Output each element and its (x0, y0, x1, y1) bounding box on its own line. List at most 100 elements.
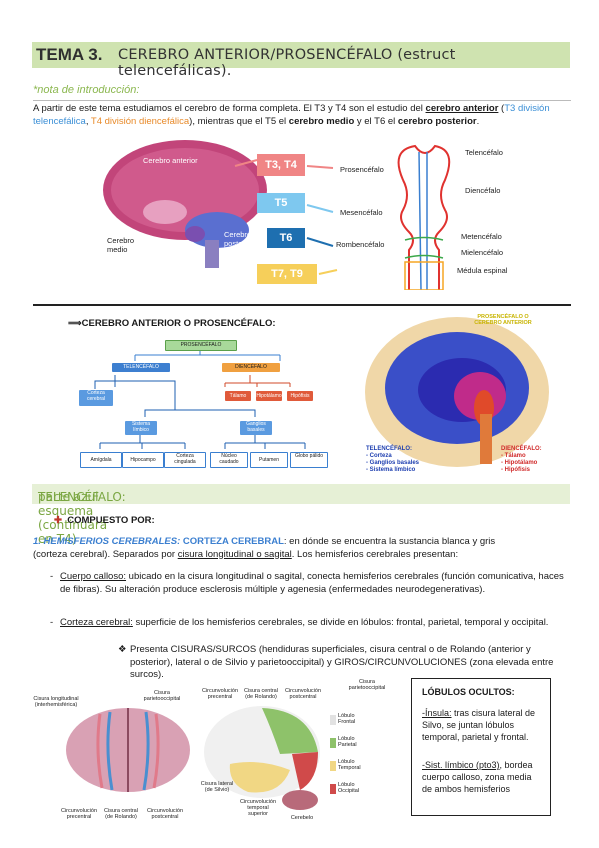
label-cisura-parietooccipital: Cisura parietooccipital (143, 690, 181, 702)
corpus-shape (143, 200, 187, 224)
cerebellum-shape (282, 790, 318, 810)
legend-label: Lóbulo Parietal (338, 736, 357, 748)
legend-temporal: Lóbulo Temporal (330, 759, 375, 782)
intro-text: ), mientras que el T5 el (189, 115, 289, 127)
legend-frontal: Lóbulo Frontal (330, 713, 375, 736)
insula-text: tras cisura lateral de Silvo, se juntan … (422, 708, 536, 742)
neural-tube-spinal (404, 261, 444, 290)
bullet-head: Cuerpo calloso: (60, 571, 127, 582)
legend-swatch (330, 784, 336, 794)
label-diencefalo: Diencéfalo (465, 186, 501, 195)
lobulos-ocultos-box: LÓBULOS OCULTOS: -Ínsula: tras cisura la… (411, 678, 551, 816)
sub-bullet-text: Presenta CISURAS/SURCOS (hendiduras supe… (130, 644, 554, 680)
brainstem-shape (205, 240, 219, 268)
label-cerebro-posterior: Cerebro posterior (224, 230, 254, 248)
label-circ-precentral: Circunvolución precentral (60, 808, 98, 820)
telencefalo-legend: TELENCÉFALO: - Corteza - Ganglios basale… (366, 446, 419, 474)
sub-bullet: ❖ Presenta CISURAS/SURCOS (hendiduras su… (118, 644, 560, 682)
bullet-text: ubicado en la cisura longitudinal o sagi… (60, 571, 564, 595)
legend-parietal: Lóbulo Parietal (330, 736, 375, 759)
node-caudado: Núcleo caudado (210, 452, 248, 468)
node-hipofisis: Hipófisis (287, 391, 313, 401)
hemisferios-text: . Los hemisferios cerebrales presentan: (291, 548, 459, 560)
node-prosencefalo: PROSENCÉFALO (165, 340, 237, 351)
tree-line (99, 435, 306, 449)
limbico-head: -Sist. límbico (pto3) (422, 760, 500, 770)
label-cisura-lateral: Cisura lateral (de Silvio) (200, 781, 234, 793)
forebrain-figure (365, 317, 549, 467)
brain-top-view (66, 708, 190, 792)
legend-title: TELENCÉFALO: (366, 446, 412, 452)
intro-paragraph: A partir de este tema estudiamos el cere… (33, 103, 573, 128)
legend-occipital: Lóbulo Occipital (330, 782, 375, 805)
label-cisura-central: Cisura central (de Rolando) (104, 808, 138, 820)
lobulos-title: LÓBULOS OCULTOS: (422, 687, 515, 697)
legend-item: - Hipotálamo (501, 460, 538, 466)
label-cisura-longitudinal: Cisura longitudinal (interhemisférica) (33, 696, 79, 708)
node-cingulada: Corteza cingulada (164, 452, 206, 468)
section-divider (33, 304, 571, 306)
legend-label: Lóbulo Frontal (338, 713, 356, 725)
divider (33, 100, 571, 101)
limbico-text: , bordea cuerpo calloso, zona media de a… (422, 760, 533, 794)
legend-item: - Tálamo (501, 453, 526, 459)
term-cerebro-medio: cerebro medio (288, 115, 355, 127)
parietal-lobe-shape (262, 708, 318, 754)
hemisferios-text: : en dónde se encuentra la sustancia bla… (283, 536, 496, 547)
brain-divisions-figure (103, 140, 267, 268)
label-circ-temporal: Circunvolución temporal superior (239, 799, 277, 817)
section-heading: ⟹CEREBRO ANTERIOR O PROSENCÉFALO: (68, 318, 276, 329)
hemisferios-title: 1. HEMISFERIOS CEREBRALES: (33, 536, 183, 547)
midbrain-shape (185, 226, 205, 242)
tree-line (224, 375, 291, 387)
label-prosencefalo: Prosencéfalo (340, 165, 384, 174)
neural-tube-bands (404, 236, 444, 259)
label-cisura-parietooccipital-2: Cisura parietooccipital (348, 679, 386, 691)
bullet-head: Corteza cerebral: (60, 617, 133, 628)
term-cisura: cisura longitudinal o sagital (177, 548, 292, 560)
hemisferios-paragraph: 1. HEMISFERIOS CEREBRALES: CORTEZA CEREB… (33, 536, 573, 561)
lobe-legend: Lóbulo Frontal Lóbulo Parietal Lóbulo Te… (330, 713, 375, 805)
legend-title: DIENCÉFALO: (501, 446, 542, 452)
intro-text: . (476, 115, 480, 127)
label-circ-postcentral: Circunvolución postcentral (146, 808, 184, 820)
intro-note: *nota de introducción: (33, 84, 140, 96)
node-limbico: Sistema límbico (125, 421, 157, 435)
label-circ-postcentral-2: Circunvolución postcentral (284, 688, 322, 700)
page-title: CEREBRO ANTERIOR/PROSENCÉFALO (estruct t… (118, 47, 456, 79)
tag-t7-t9: T7, T9 (257, 264, 317, 284)
term-t3: T3 división telencefálica (33, 103, 550, 127)
label-metencefalo: Metencéfalo (461, 232, 502, 241)
precentral-gyrus (96, 713, 160, 789)
node-hipotalamo: Hipotálamo (256, 391, 282, 401)
lobulos-limbico: -Sist. límbico (pto3), bordea cuerpo cal… (422, 759, 542, 795)
legend-swatch (330, 738, 336, 748)
legend-item: - Hipófisis (501, 467, 531, 473)
label-cerebelo: Cerebelo (290, 815, 314, 821)
label-mielencefalo: Mielencéfalo (461, 248, 504, 257)
intro-text: ( (498, 103, 505, 114)
section-title: CEREBRO ANTERIOR O PROSENCÉFALO: (81, 318, 276, 329)
intro-text: , (85, 115, 91, 127)
node-hipocampo: Hipocampo (122, 452, 164, 468)
insula-head: -Ínsula: (422, 708, 452, 718)
arrow-t6 (306, 237, 334, 247)
arrow-t5 (306, 204, 334, 213)
legend-item: - Corteza (366, 453, 392, 459)
dash-icon: - (50, 571, 54, 582)
telencefalo-head: TELENCÉFALO: (38, 490, 126, 504)
telencefalo-bar: TELENCÉFALO: parte azul esquema (continu… (32, 484, 570, 546)
arrow-t3-left (234, 159, 258, 167)
legend-label: Lóbulo Occipital (338, 782, 360, 794)
intro-text: A partir de este tema estudiamos el cere… (33, 103, 426, 114)
title-bar: TEMA 3. CEREBRO ANTERIOR/PROSENCÉFALO (e… (32, 42, 570, 79)
legend-swatch (330, 715, 336, 725)
bullet-text: superficie de los hemisferios cerebrales… (132, 617, 549, 628)
neural-tube-figure (397, 144, 451, 290)
neural-tube-canal (418, 151, 428, 290)
node-diencefalo: DIENCÉFALO (222, 363, 280, 372)
compuesto-heading: ✚ COMPUESTO POR: (54, 515, 155, 528)
label-prosencefalo-title: PROSENCÉFALO O CEREBRO ANTERIOR (474, 314, 532, 326)
tema-number: TEMA 3. (36, 45, 103, 64)
arrow-t3-right (306, 165, 334, 169)
